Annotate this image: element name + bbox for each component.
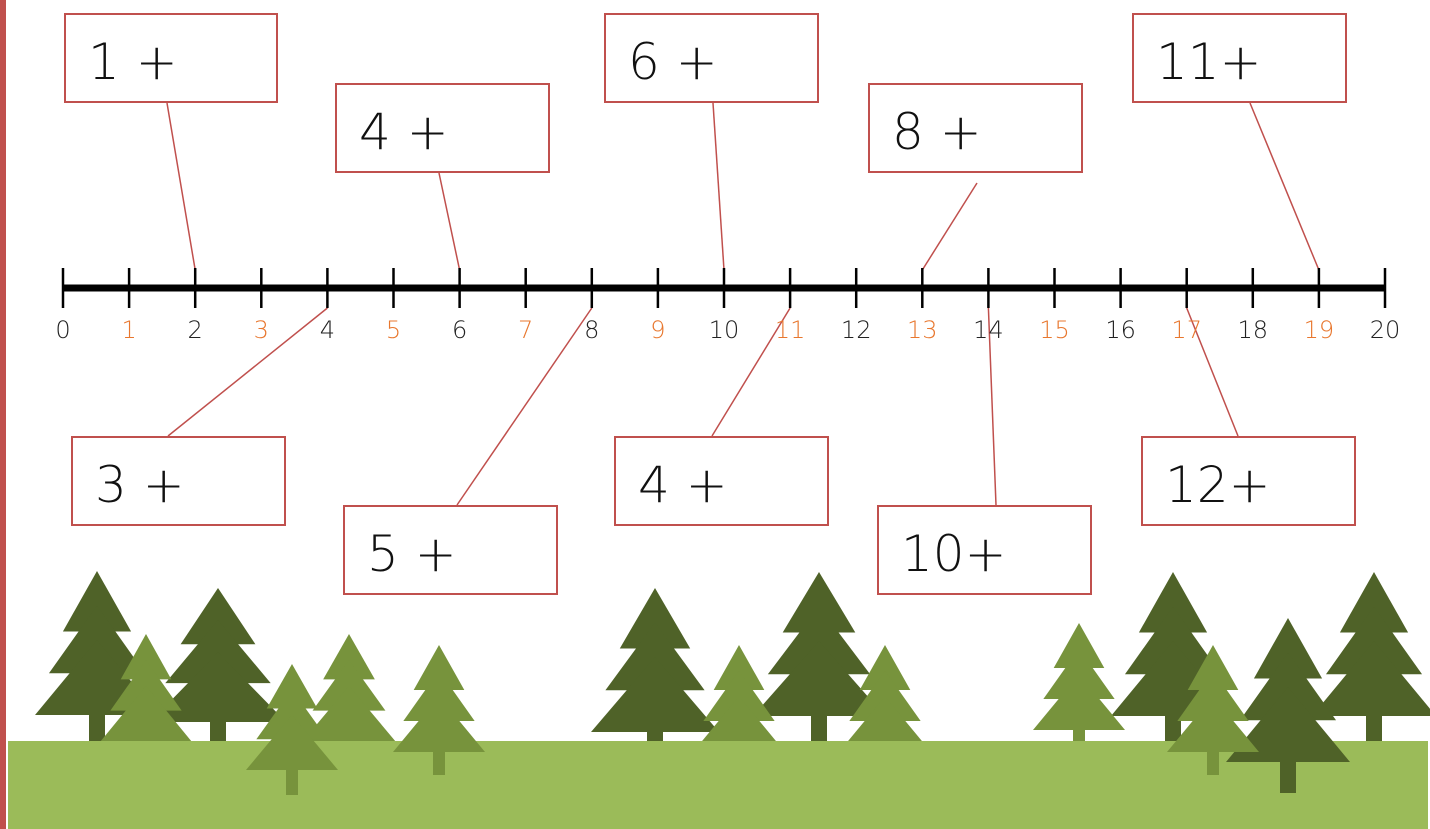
front-tree-row — [246, 618, 1350, 795]
leader-line — [711, 307, 791, 437]
tick-label: 7 — [518, 316, 533, 344]
label-box-8: 4 + — [614, 436, 829, 526]
pine-tree-icon — [1312, 572, 1430, 746]
tick-label: 12 — [841, 316, 872, 344]
leader-line — [987, 307, 997, 506]
label-text: 5 + — [367, 525, 457, 583]
left-border-stripe — [0, 0, 6, 829]
label-box-3: 6 + — [604, 13, 819, 103]
tick-label: 13 — [907, 316, 938, 344]
pine-tree-icon — [150, 588, 286, 762]
label-box-4: 8 + — [868, 83, 1083, 173]
label-text: 8 + — [892, 103, 982, 161]
label-box-9: 10+ — [877, 505, 1092, 595]
tick-label: 5 — [386, 316, 401, 344]
tick-label: 16 — [1105, 316, 1136, 344]
tick-label: 4 — [320, 316, 335, 344]
tick-label: 3 — [254, 316, 269, 344]
tick-label: 20 — [1370, 316, 1401, 344]
back-tree-row — [35, 571, 1430, 775]
leader-line — [166, 102, 196, 271]
tick-label: 6 — [452, 316, 467, 344]
leader-line — [921, 182, 978, 271]
pine-tree-icon — [302, 634, 396, 765]
grass-ground — [8, 741, 1428, 829]
leader-line — [167, 307, 328, 437]
label-text: 3 + — [95, 456, 185, 514]
tick-label: 11 — [775, 316, 806, 344]
tick-label: 18 — [1238, 316, 1269, 344]
tick-label: 15 — [1039, 316, 1070, 344]
tick-label: 2 — [188, 316, 203, 344]
leader-line — [456, 307, 593, 506]
label-text: 4 + — [638, 456, 728, 514]
leader-line — [1249, 102, 1320, 271]
pine-tree-icon — [393, 645, 485, 775]
tick-label: 14 — [973, 316, 1004, 344]
leader-lines — [166, 102, 1320, 506]
tick-label: 10 — [709, 316, 740, 344]
tick-label: 0 — [55, 316, 70, 344]
label-text: 12+ — [1165, 456, 1271, 514]
pine-tree-icon — [246, 664, 338, 795]
label-box-2: 4 + — [335, 83, 550, 173]
label-box-6: 3 + — [71, 436, 286, 526]
leader-line — [438, 172, 461, 271]
label-text: 10+ — [901, 525, 1007, 583]
pine-tree-icon — [1226, 618, 1350, 793]
tick-marks — [61, 268, 1387, 308]
label-box-5: 11+ — [1132, 13, 1347, 103]
pine-tree-icon — [1167, 645, 1259, 775]
label-box-7: 5 + — [343, 505, 558, 595]
tick-label: 8 — [584, 316, 599, 344]
label-text: 6 + — [628, 33, 718, 91]
leader-line — [712, 102, 725, 271]
label-text: 11+ — [1156, 33, 1262, 91]
leader-line — [1186, 307, 1239, 437]
tick-label: 19 — [1304, 316, 1335, 344]
tick-label: 9 — [650, 316, 665, 344]
label-box-10: 12+ — [1141, 436, 1356, 526]
tick-label: 1 — [121, 316, 136, 344]
label-text: 1 + — [88, 33, 178, 91]
label-text: 4 + — [359, 103, 449, 161]
label-box-1: 1 + — [64, 13, 278, 103]
pine-tree-icon — [753, 572, 885, 746]
tick-label: 17 — [1171, 316, 1202, 344]
pine-tree-icon — [100, 634, 192, 765]
